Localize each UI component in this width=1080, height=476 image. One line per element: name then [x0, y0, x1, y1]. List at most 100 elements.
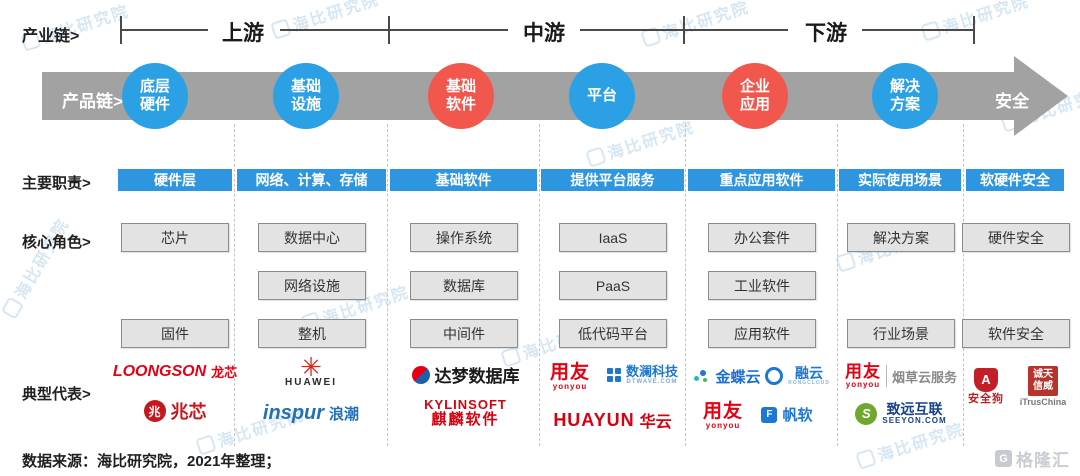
- logo-safedog: A 安全狗: [962, 368, 1010, 406]
- watermark-icon: [585, 145, 607, 168]
- safedog-shield-icon: A: [974, 368, 998, 392]
- dtwave-icon: [606, 367, 621, 382]
- watermark-icon: [0, 296, 24, 320]
- arrow-head: [1014, 56, 1068, 136]
- role-box: 解决方案: [847, 223, 955, 252]
- yonyou-wordmark: 用友: [549, 362, 590, 383]
- arrow-end-label: 安全: [995, 92, 1029, 111]
- role-box: 数据库: [410, 271, 518, 300]
- dameng-wordmark: 达梦数据库: [434, 367, 520, 386]
- itruschina-seal-line1: 诚天: [1032, 369, 1053, 380]
- fanruan-wordmark: 帆软: [782, 407, 813, 424]
- watermark: 海比研究院: [919, 0, 1032, 45]
- watermark: 海比研究院: [269, 0, 382, 43]
- product-node-platform: 平台: [569, 63, 635, 129]
- role-box: 软件安全: [962, 319, 1070, 348]
- logo-rongcloud: 融云 RONGCLOUD: [765, 366, 830, 386]
- role-box: 行业场景: [847, 319, 955, 348]
- responsibility-bar: 重点应用软件: [688, 169, 835, 191]
- logo-fanruan: F 帆软: [752, 404, 822, 425]
- responsibility-bar: 实际使用场景: [839, 169, 961, 191]
- gelonghui-logo: G 格隆汇: [995, 446, 1070, 471]
- role-box: 办公套件: [708, 223, 816, 252]
- yonyou-latin-label: yonyou: [705, 420, 741, 430]
- logo-dtwave: 数澜科技 DTWAVE.COM: [600, 365, 685, 385]
- yonyou-wordmark: 用友: [844, 362, 881, 381]
- logo-divider: [885, 365, 887, 388]
- inspur-wordmark: inspur: [262, 402, 325, 424]
- responsibility-bar: 硬件层: [118, 169, 232, 191]
- logo-huayun: HUAYUN 华云: [545, 408, 680, 432]
- zhaoxin-wordmark: 兆芯: [170, 402, 207, 422]
- representatives-label: 典型代表>: [22, 386, 91, 403]
- logo-yonyou: 用友 yonyou: [545, 363, 595, 391]
- role-box: 操作系统: [410, 223, 518, 252]
- role-box: 固件: [121, 319, 229, 348]
- loongson-cn-label: 龙芯: [211, 365, 238, 380]
- column-divider: [387, 124, 388, 446]
- logo-yonyou-2: 用友 yonyou: [697, 402, 749, 430]
- yonyou-wordmark: 用友: [702, 401, 743, 422]
- yonyou-latin-label: yonyou: [552, 381, 588, 391]
- safedog-wordmark: 安全狗: [968, 393, 1004, 405]
- logo-inspur: inspur 浪潮: [246, 402, 376, 425]
- product-node-solutions: 解决方案: [872, 63, 938, 129]
- role-box: 网络设施: [258, 271, 366, 300]
- kylinsoft-cn-label: 麒麟软件: [431, 410, 500, 428]
- huayun-cn-label: 华云: [639, 414, 672, 431]
- stage-label-downstream: 下游: [805, 22, 847, 45]
- tobacco-cloud-label: 烟草云服务: [891, 369, 957, 385]
- inspur-cn-label: 浪潮: [329, 406, 360, 423]
- product-node-infrastructure: 基础设施: [273, 63, 339, 129]
- itruschina-seal-line2: 信威: [1032, 381, 1053, 392]
- column-divider: [234, 124, 235, 446]
- column-divider: [539, 124, 540, 446]
- logo-seeyon: S 致远互联 SEEYON.COM: [842, 402, 960, 425]
- kingdee-wordmark: 金蝶云: [715, 369, 761, 386]
- role-box: 数据中心: [258, 223, 366, 252]
- yonyou-latin-label: yonyou: [845, 379, 881, 389]
- logo-zhaoxin: 兆 兆芯: [110, 398, 240, 424]
- watermark: 海比研究院: [639, 0, 752, 51]
- role-box: 整机: [258, 319, 366, 348]
- watermark-icon: [835, 250, 857, 273]
- itruschina-wordmark: iTrusChina: [1019, 397, 1067, 407]
- watermark: 海比研究院: [0, 213, 74, 321]
- seeyon-wordmark: 致远互联: [886, 401, 943, 417]
- stage-label-midstream: 中游: [523, 22, 565, 45]
- logo-kylinsoft: KYLINSOFT 麒麟软件: [398, 398, 533, 427]
- rongcloud-wordmark: 融云: [795, 365, 823, 381]
- responsibility-bar: 软硬件安全: [966, 169, 1064, 191]
- dameng-icon: [411, 365, 430, 384]
- bracket-line: [280, 29, 388, 31]
- product-chain-label: 产品链>: [62, 92, 123, 111]
- gelonghui-icon: G: [995, 450, 1012, 467]
- product-node-basic-software: 基础软件: [428, 63, 494, 129]
- dtwave-url-label: DTWAVE.COM: [626, 378, 678, 385]
- bracket-line: [685, 29, 788, 31]
- column-divider: [963, 124, 964, 446]
- responsibilities-label: 主要职责>: [22, 175, 91, 192]
- loongson-wordmark: LOONGSON: [112, 362, 207, 380]
- product-node-hardware: 底层硬件: [122, 63, 188, 129]
- bracket-line: [580, 29, 683, 31]
- industry-chain-label: 产业链>: [22, 28, 80, 45]
- itruschina-seal-icon: 诚天 信威: [1027, 366, 1058, 396]
- fanruan-icon: F: [761, 406, 778, 423]
- watermark-icon: [855, 447, 877, 470]
- role-box: PaaS: [559, 271, 667, 300]
- bracket-tick: [388, 16, 390, 44]
- bracket-tick: [973, 16, 975, 44]
- logo-kingdee: 金蝶云: [690, 366, 765, 387]
- role-box: IaaS: [559, 223, 667, 252]
- bracket-tick: [120, 16, 122, 44]
- logo-itruschina: 诚天 信威 iTrusChina: [1018, 366, 1068, 407]
- role-box: 中间件: [410, 319, 518, 348]
- role-box: 工业软件: [708, 271, 816, 300]
- bracket-line: [862, 29, 973, 31]
- responsibility-bar: 网络、计算、存储: [237, 169, 386, 191]
- logo-loongson: LOONGSON 龙芯: [110, 362, 240, 381]
- role-box: 低代码平台: [559, 319, 667, 348]
- bracket-line: [390, 29, 508, 31]
- rongcloud-icon: [765, 366, 784, 385]
